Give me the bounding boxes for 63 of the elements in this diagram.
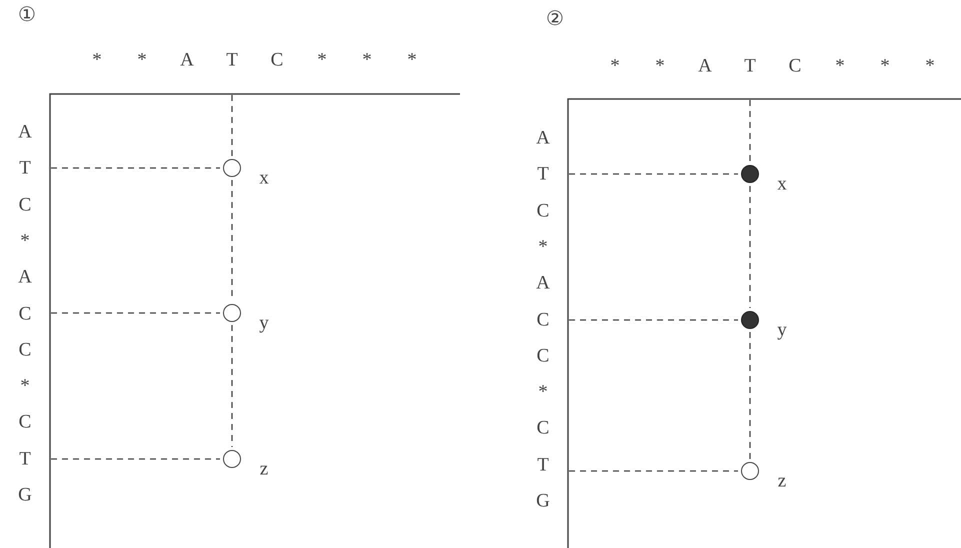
sequence-letter: * [925,56,935,76]
match-dot [741,311,759,329]
sequence-letter: T [537,164,549,184]
dashed-guide-line [231,95,233,156]
point-label: x [777,174,787,194]
sequence-letter: * [20,231,30,250]
match-circle [223,159,241,177]
sequence-letter: * [92,50,102,70]
dashed-guide-line [749,100,751,162]
sequence-letter: C [536,310,550,329]
point-label: y [777,320,787,340]
sequence-letter: C [788,56,802,76]
sequence-letter: * [362,50,372,70]
sequence-letter: * [317,50,327,70]
panel-number: ② [546,9,564,29]
sequence-letter: T [744,56,756,76]
sequence-letter: * [538,382,548,402]
panel-number: ① [18,5,36,25]
sequence-letter: C [536,201,550,220]
sequence-letter: A [536,128,550,148]
sequence-letter: T [19,449,31,468]
sequence-letter: G [18,486,32,504]
sequence-letter: T [19,158,31,178]
sequence-letter: A [18,122,32,142]
sequence-letter: A [536,274,550,293]
point-label: x [259,168,269,188]
sequence-letter: T [226,50,238,70]
dashed-guide-line [231,325,233,447]
sequence-letter: C [18,340,32,360]
sequence-letter: * [880,56,890,76]
point-label: y [259,314,269,332]
sequence-letter: * [538,237,548,256]
match-circle [223,450,241,468]
sequence-letter: A [698,56,712,76]
sequence-letter: * [137,50,147,70]
dashed-guide-line [51,167,220,169]
sequence-letter: C [536,346,550,366]
sequence-letter: T [537,455,549,474]
sequence-letter: * [20,376,30,396]
point-label: z [778,472,786,490]
sequence-letter: C [18,304,32,323]
dashed-guide-line [569,319,738,321]
sequence-letter: A [180,50,194,70]
sequence-letter: C [18,412,32,432]
sequence-letter: A [18,268,32,287]
sequence-letter: C [270,50,284,70]
dashed-guide-line [749,186,751,308]
sequence-letter: * [655,56,665,76]
match-dot [741,165,759,183]
match-circle [223,304,241,322]
dashed-guide-line [569,470,738,472]
sequence-letter: * [610,56,620,76]
dashed-guide-line [51,458,220,460]
sequence-letter: C [536,418,550,438]
point-label: z [260,460,268,478]
sequence-letter: * [407,50,417,70]
dashed-guide-line [749,332,751,459]
match-circle [741,462,759,480]
dashed-guide-line [51,312,220,314]
sequence-letter: C [18,195,32,214]
sequence-letter: * [835,56,845,76]
sequence-letter: G [536,492,550,510]
dashed-guide-line [569,173,738,175]
